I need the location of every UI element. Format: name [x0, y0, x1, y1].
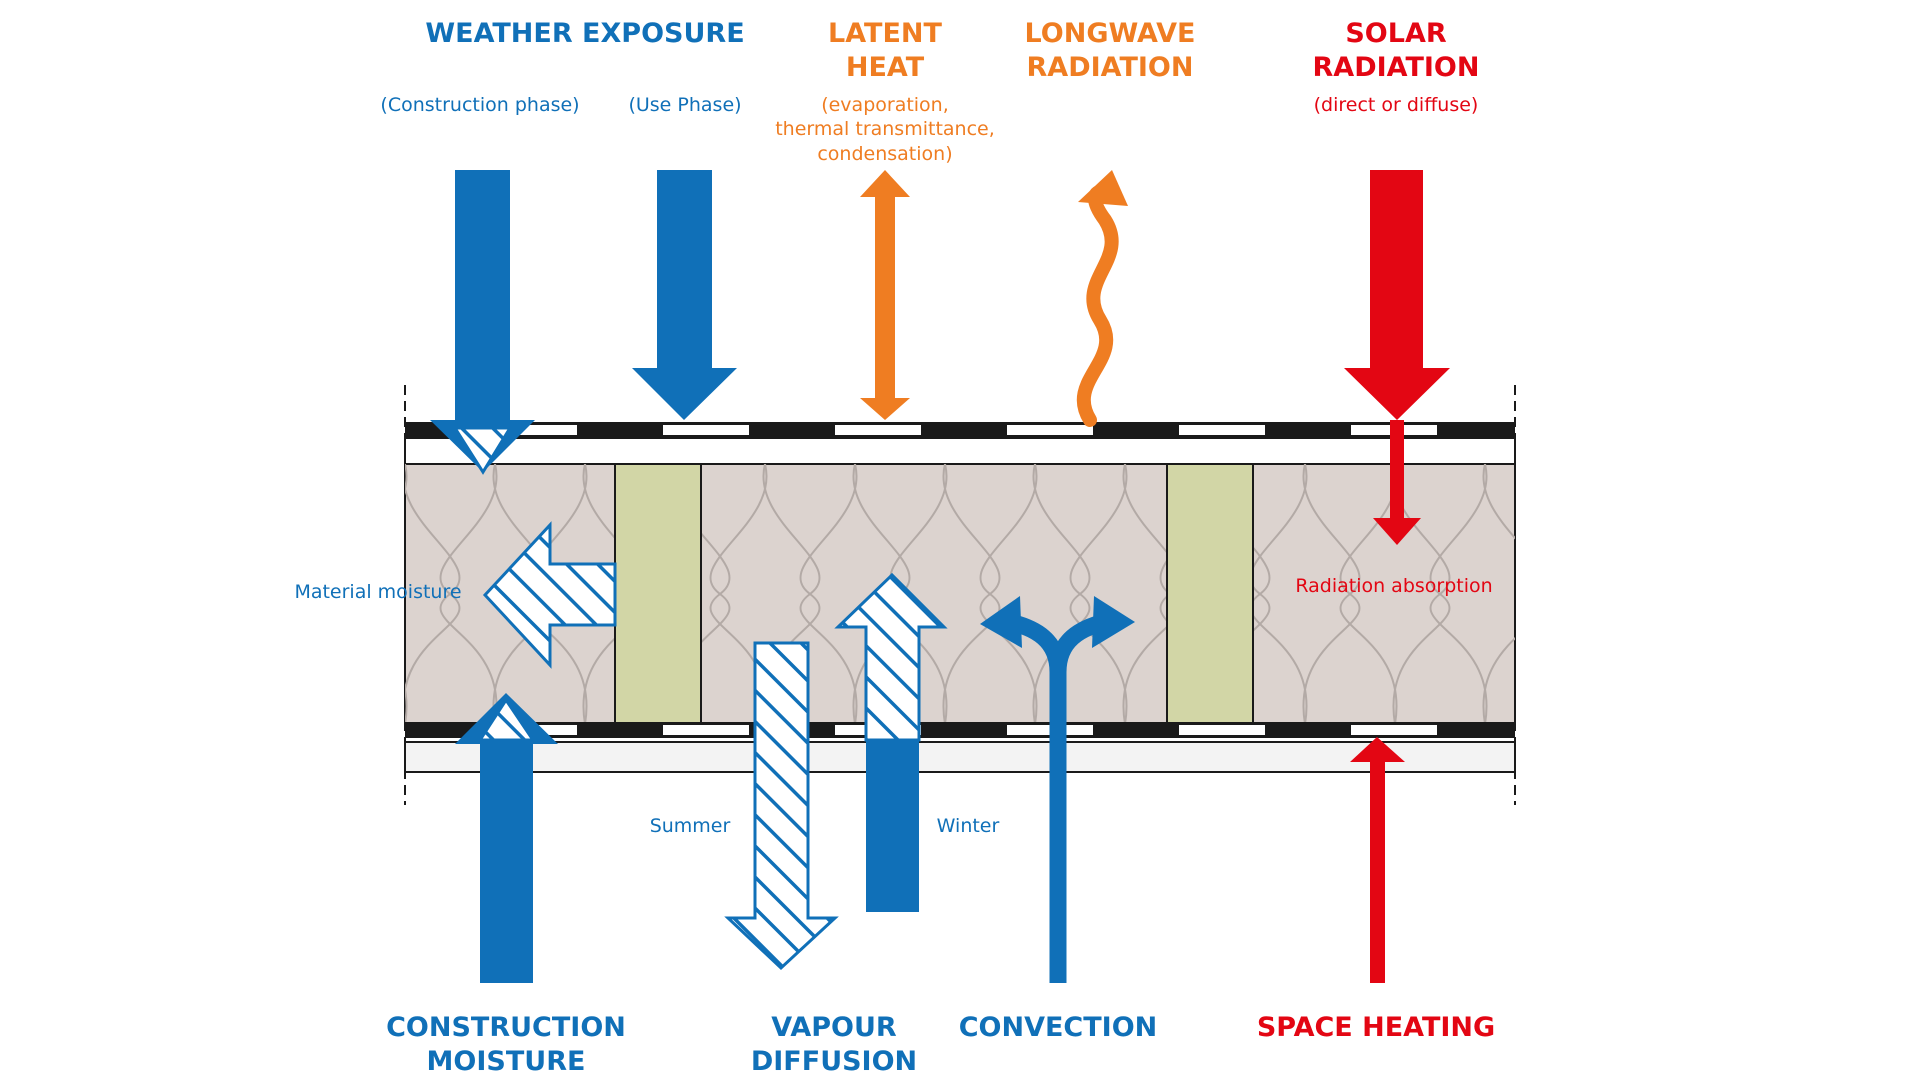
longwave-radiation-wavy-arrow — [1076, 185, 1119, 427]
weather-construction-hatched-tip — [452, 426, 513, 475]
insulation-fiber-curve — [1482, 636, 1515, 724]
membrane-gap — [1351, 725, 1437, 735]
bottom-membrane — [405, 722, 1515, 738]
timber-stud-right — [1166, 463, 1254, 725]
label-space-heating: SPACE HEATING — [1257, 1012, 1495, 1043]
insulation-fiber-curve — [1032, 464, 1128, 724]
vapour-diffusion-winter-solid — [866, 740, 919, 912]
membrane-gap — [663, 425, 749, 435]
timber-stud-left — [614, 463, 702, 725]
label-solar-1: SOLAR — [1345, 18, 1446, 49]
label-material-moisture: Material moisture — [294, 581, 461, 603]
label-solar-2: RADIATION — [1313, 52, 1480, 83]
construction-moisture-hatched-tip — [477, 697, 536, 742]
insulation-fiber-curve — [1392, 464, 1488, 724]
label-radiation-absorption: Radiation absorption — [1295, 575, 1492, 597]
top-board — [404, 437, 1516, 465]
label-weather-exposure: WEATHER EXPOSURE — [425, 18, 744, 49]
label-latent-heat-note-2: thermal transmittance, — [775, 118, 995, 140]
vapour-diffusion-summer-arrow — [724, 641, 839, 971]
insulation-fiber-curve — [405, 464, 498, 724]
label-solar-note: (direct or diffuse) — [1314, 94, 1479, 116]
weather-use-phase-arrow — [632, 170, 737, 420]
label-summer: Summer — [650, 815, 731, 837]
label-vapour-diffusion-1: VAPOUR — [771, 1012, 897, 1043]
insulation-fiber-curve — [1573, 464, 1666, 724]
label-construction-phase: (Construction phase) — [380, 94, 579, 116]
latent-heat-double-arrow — [860, 170, 910, 420]
label-latent-heat-2: HEAT — [846, 52, 925, 83]
bottom-board — [404, 741, 1516, 773]
label-vapour-diffusion-2: DIFFUSION — [751, 1046, 917, 1077]
space-heating-arrow — [1350, 737, 1405, 983]
convection-left-arrowhead — [980, 596, 1022, 648]
label-longwave-1: LONGWAVE — [1025, 18, 1196, 49]
membrane-gap — [491, 425, 577, 435]
label-latent-heat-note-3: condensation) — [817, 143, 952, 165]
construction-moisture-arrow — [455, 693, 558, 983]
label-longwave-2: RADIATION — [1027, 52, 1194, 83]
label-convection: CONVECTION — [959, 1012, 1158, 1043]
solar-radiation-arrow — [1344, 170, 1450, 420]
radiation-absorption-arrow — [1373, 420, 1421, 545]
insulation-fiber-curve — [1573, 464, 1666, 724]
label-use-phase: (Use Phase) — [628, 94, 741, 116]
insulation-fiber-curve — [1482, 464, 1515, 540]
insulation-fiber-curve — [1302, 464, 1398, 724]
longwave-radiation-arrowhead — [1078, 170, 1128, 206]
insulation-fiber-curve — [942, 464, 1038, 724]
membrane-gap — [835, 425, 921, 435]
membrane-gap — [1179, 425, 1265, 435]
label-construction-moisture-2: MOISTURE — [427, 1046, 586, 1077]
label-construction-moisture-1: CONSTRUCTION — [386, 1012, 626, 1043]
label-latent-heat-1: LATENT — [828, 18, 942, 49]
material-moisture-arrow — [482, 521, 617, 669]
convection-right-arrowhead — [1092, 596, 1135, 648]
vapour-diffusion-winter-arrow — [834, 572, 948, 742]
membrane-gap — [1179, 725, 1265, 735]
label-latent-heat-note-1: (evaporation, — [821, 94, 949, 116]
membrane-gap — [1007, 425, 1093, 435]
top-membrane — [405, 422, 1515, 438]
label-winter: Winter — [937, 815, 1000, 837]
membrane-gap — [663, 725, 749, 735]
weather-construction-phase-arrow — [430, 170, 535, 472]
insulation-fiber-curve — [762, 464, 858, 724]
